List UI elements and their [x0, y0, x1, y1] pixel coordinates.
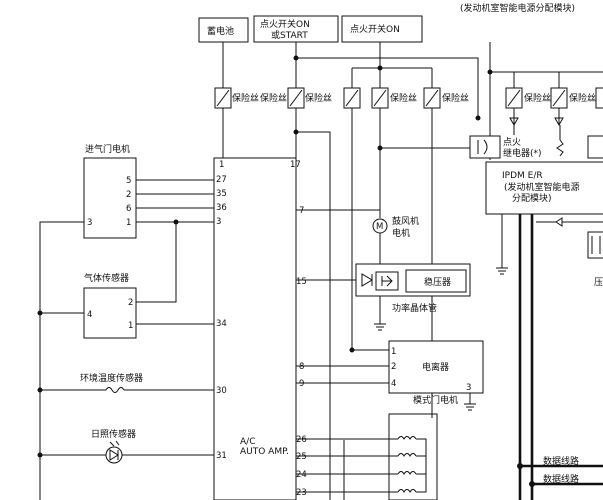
gas-pin-4: 4	[87, 310, 92, 320]
fuse-6-label: 保险丝	[524, 92, 551, 104]
fuse-1-label: 保险丝	[232, 92, 259, 104]
intake-motor-title: 进气门电机	[85, 143, 130, 155]
photodiode-icon	[105, 440, 123, 464]
fuse-2: 保险丝 保险丝	[260, 87, 332, 109]
intake-pin-3: 3	[87, 218, 92, 228]
coil-icon-3	[397, 471, 417, 475]
amp-label-1: A/C	[240, 437, 255, 447]
amp-pin-3: 3	[216, 217, 221, 227]
fuse-3	[343, 87, 361, 109]
amp-pin-26: 26	[296, 435, 307, 445]
fuse-7-label: 保险丝	[569, 92, 596, 104]
ipdm-label-2: (发动机室智能电源	[504, 181, 580, 193]
battery-box: 蓄电池	[198, 17, 249, 43]
amp-pin-30: 30	[216, 386, 227, 396]
thermistor-icon	[105, 387, 125, 393]
amp-pin-15: 15	[296, 277, 307, 287]
right-partial-label: 压	[594, 277, 603, 288]
amp-pin-8: 8	[299, 362, 304, 372]
ign-on-start-box: 点火开关ON 或START	[253, 15, 339, 43]
amp-label-2: AUTO AMP.	[240, 447, 289, 457]
sun-sensor-label: 日照传感器	[91, 428, 136, 440]
ionizer-pin-3: 3	[466, 383, 471, 393]
intake-pin-5: 5	[126, 176, 131, 186]
ipdm-label-1: IPDM E/R	[502, 171, 543, 181]
ign-on-start-label-1: 点火开关ON	[260, 18, 310, 30]
coil-icon-1	[397, 436, 417, 440]
amp-pin-23: 23	[296, 488, 307, 498]
fuse-7: 保险丝	[550, 87, 596, 109]
battery-label: 蓄电池	[207, 25, 234, 37]
ignition-relay-label-2: 继电器(*)	[503, 147, 542, 159]
fuse-5: 保险丝	[423, 87, 469, 109]
amp-pin-27: 27	[216, 175, 227, 185]
ionizer-pin-1: 1	[391, 347, 396, 357]
coil-block	[296, 408, 438, 500]
ign-on-label: 点火开关ON	[350, 23, 400, 35]
fuse-6: 保险丝	[505, 87, 551, 109]
ionizer-pin-4: 4	[391, 379, 396, 389]
fuse-4-label: 保险丝	[390, 92, 417, 104]
intake-pin-6: 6	[126, 204, 131, 214]
ipdm-box: IPDM E/R (发动机室智能电源 分配模块)	[485, 161, 603, 215]
amp-pin-35: 35	[216, 189, 227, 199]
blower-motor: M 鼓风机 电机	[372, 212, 419, 264]
intake-motor-box	[83, 157, 137, 239]
coil-icon-2	[397, 453, 417, 457]
ambient-sensor-label: 环境温度传感器	[80, 372, 143, 384]
power-transistor: 稳压器 功率晶体管	[355, 263, 471, 331]
ac-auto-amp-box	[213, 157, 297, 500]
ign-on-start-label-2: 或START	[271, 29, 308, 41]
amp-pin-7: 7	[299, 206, 304, 216]
fuse-5-label: 保险丝	[442, 92, 469, 104]
fuse-4: 保险丝	[371, 87, 417, 109]
amp-pin-24: 24	[296, 470, 307, 480]
ign-on-box: 点火开关ON	[341, 15, 423, 43]
mode-motor-label: 模式门电机	[413, 394, 458, 406]
gas-pin-2: 2	[128, 298, 133, 308]
coil-icon-4	[397, 489, 417, 493]
amp-pin-31: 31	[216, 451, 227, 461]
ipdm-label-3: 分配模块)	[512, 192, 552, 204]
fuse-3-label: 保险丝	[305, 92, 332, 104]
blower-label-2: 电机	[392, 227, 410, 239]
amp-pin-17: 17	[290, 160, 301, 170]
ionizer: 电离器 1 2 4 3 模式门电机	[388, 340, 484, 411]
gas-pin-1: 1	[128, 321, 133, 331]
gas-sensor-box	[83, 287, 137, 339]
gas-sensor-title: 气体传感器	[84, 272, 129, 284]
regulator-label: 稳压器	[424, 276, 451, 288]
data-line-2-label: 数据线路	[543, 473, 579, 485]
amp-pin-9: 9	[299, 379, 304, 389]
intake-pin-2: 2	[126, 190, 131, 200]
blower-motor-symbol: M	[376, 222, 383, 232]
amp-pin-1: 1	[219, 160, 224, 170]
blower-label-1: 鼓风机	[392, 215, 419, 227]
intake-pin-1: 1	[126, 218, 131, 228]
amp-pin-34: 34	[216, 319, 227, 329]
ionizer-label: 电离器	[422, 361, 449, 373]
amp-pin-25: 25	[296, 452, 307, 462]
ionizer-pin-2: 2	[391, 362, 396, 372]
ignition-relay-label-1: 点火	[503, 137, 521, 148]
data-line-1-label: 数据线路	[543, 455, 579, 467]
power-transistor-label: 功率晶体管	[392, 302, 437, 314]
regulator-box	[405, 269, 467, 293]
amp-pin-36: 36	[216, 203, 227, 213]
ignition-relay: 点火 继电器(*)	[469, 135, 542, 159]
fuse-2-label: 保险丝	[260, 92, 287, 104]
fuse-1: 保险丝	[214, 87, 259, 109]
header-note: (发动机室智能电源分配模块)	[460, 2, 575, 14]
